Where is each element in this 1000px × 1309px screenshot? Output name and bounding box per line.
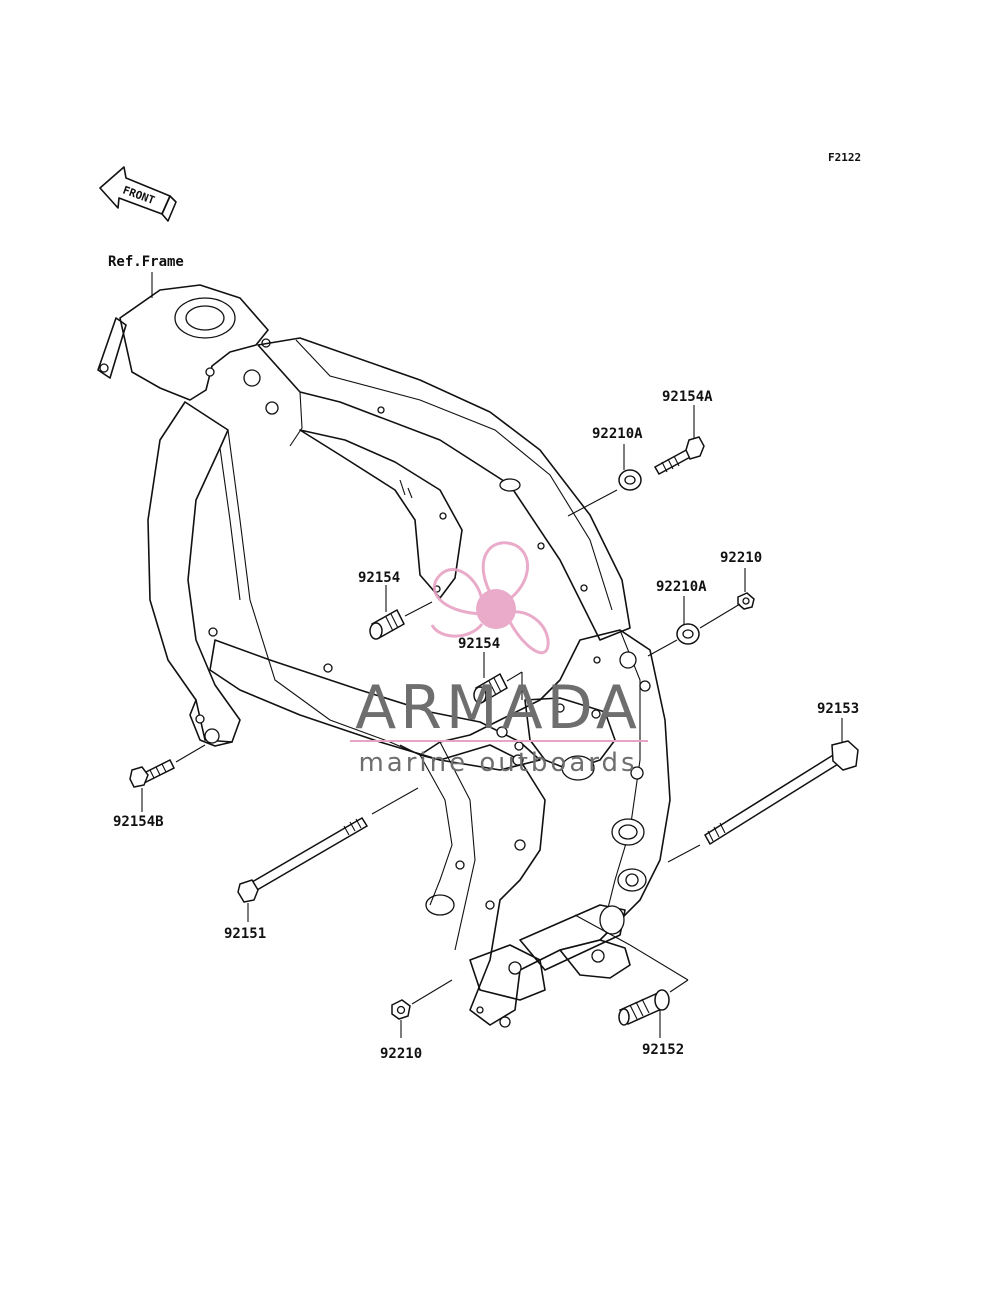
washer-92210A-middle [676,623,700,645]
sleeve-92154-center [473,672,508,704]
label-92154A: 92154A [662,389,713,405]
axis-92210-right [699,603,741,629]
label-92210A-upper: 92210A [592,426,643,442]
sleeve-92152 [618,989,670,1026]
nut-92210-bottom [391,999,411,1020]
axis-92153 [667,844,701,863]
axis-92154-center [506,671,523,682]
propeller-logo-icon [430,541,550,655]
nut-92210-right [737,592,755,610]
label-92154-left: 92154 [358,570,400,586]
watermark-brand: ARMADA [355,673,641,743]
label-92153: 92153 [817,701,859,717]
front-arrow-icon: FRONT [99,166,177,222]
bolt-92153 [703,740,859,846]
axis-92154B [175,744,206,763]
label-92154B: 92154B [113,814,164,830]
axis-92152-c [574,914,631,946]
label-92210A-middle: 92210A [656,579,707,595]
bolt-92154A [653,436,705,476]
frame-drawing [97,284,671,1028]
figure-code: F2122 [828,151,861,164]
axis-92151 [371,787,419,815]
watermark-tagline: marine outboards [358,748,637,778]
axis-92210-bottom [411,979,453,1005]
label-92151: 92151 [224,926,266,942]
label-92210-right: 92210 [720,550,762,566]
sleeve-92154-left [369,608,405,640]
washer-92210A-upper [618,469,642,491]
axis-92152-b [629,944,689,981]
axis-92152 [669,979,689,993]
axis-92154-left [404,601,433,617]
bolt-92151 [237,816,369,903]
label-92154-center: 92154 [458,636,500,652]
front-arrow-label: FRONT [121,184,157,208]
axis-92210A-upper [567,489,618,517]
bolt-92154B [129,758,176,788]
armada-watermark: ARMADA marine outboards [350,541,648,778]
label-92152: 92152 [642,1042,684,1058]
axis-92210A-middle [647,639,678,657]
ref-frame-label: Ref.Frame [108,254,184,270]
label-92210-bottom: 92210 [380,1046,422,1062]
